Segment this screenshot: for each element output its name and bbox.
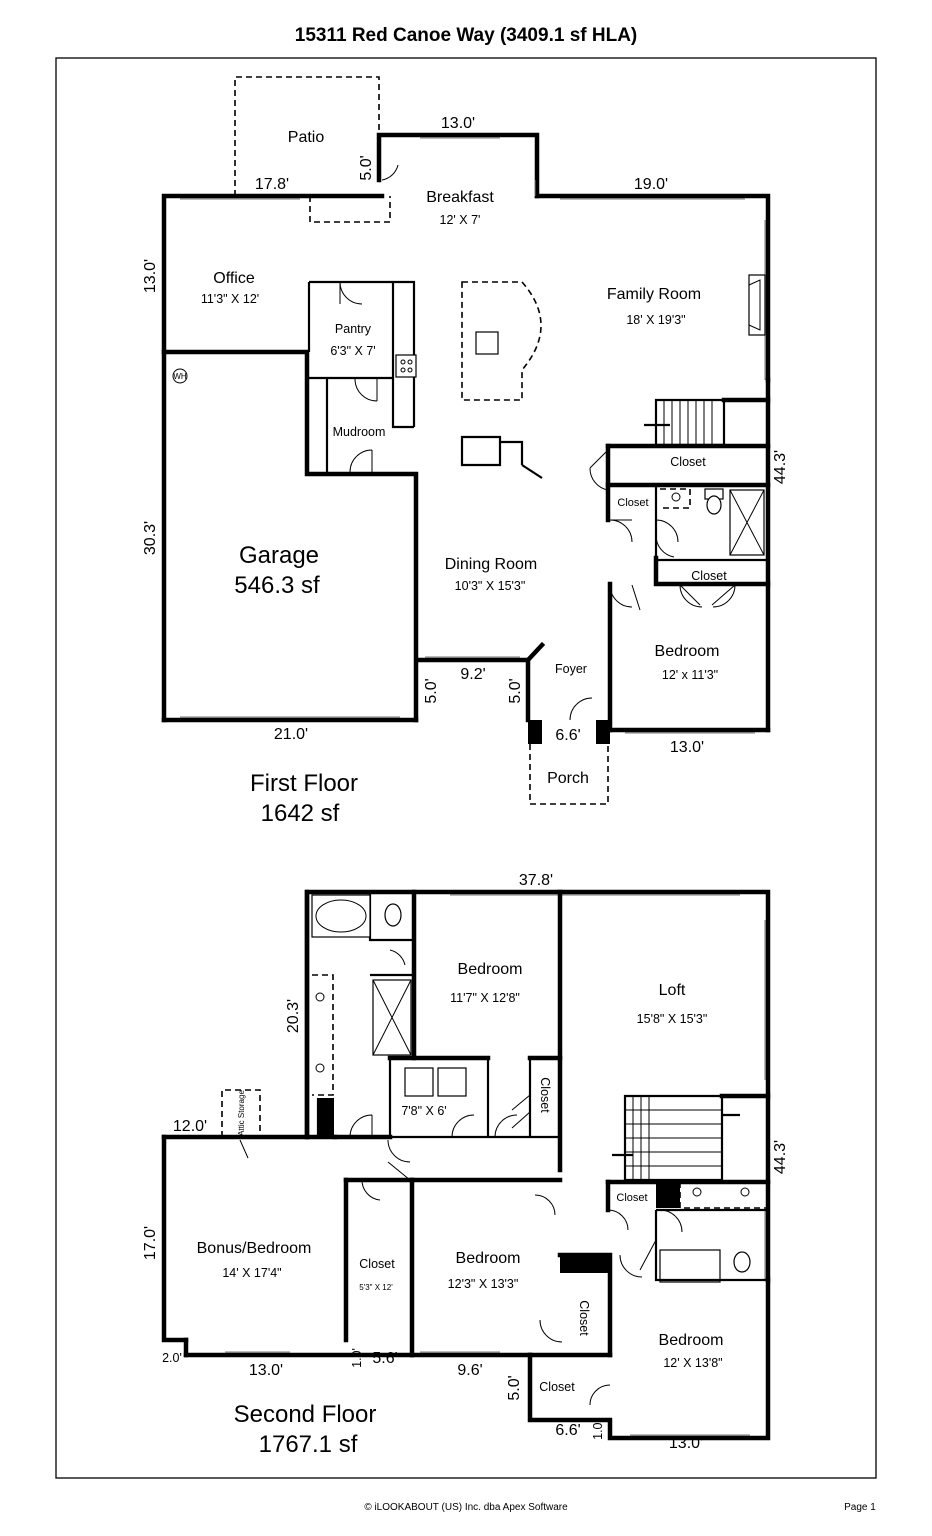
dim-5-patio: 5.0'	[358, 155, 375, 180]
breakfast-size: 12' X 7'	[440, 213, 481, 227]
dim-17-8: 17.8'	[255, 176, 289, 193]
pantry-label: Pantry	[335, 322, 372, 336]
closet-small-label: Closet	[617, 497, 648, 509]
bedroom2-size: 12'3" X 13'3"	[448, 1277, 519, 1291]
dim-21: 21.0'	[274, 726, 308, 743]
loft-label: Loft	[659, 982, 686, 999]
closet-bedroom-label: Closet	[691, 569, 727, 583]
second-floor-plan: Bedroom 11'7" X 12'8" Loft 15'8" X 15'3"…	[142, 872, 789, 1458]
bonus-label: Bonus/Bedroom	[197, 1240, 312, 1257]
bedroom1-label: Bedroom	[458, 961, 523, 978]
dim-9-6: 9.6'	[457, 1362, 482, 1379]
laundry-size: 7'8" X 6'	[401, 1104, 446, 1118]
second-floor-area: 1767.1 sf	[259, 1431, 358, 1458]
first-floor-label: First Floor	[250, 770, 358, 797]
page-frame	[55, 57, 877, 1479]
family-room-label: Family Room	[607, 286, 701, 303]
bedroom3-label: Bedroom	[659, 1332, 724, 1349]
dining-room-size: 10'3" X 15'3"	[455, 579, 526, 593]
second-floor-label: Second Floor	[234, 1401, 377, 1428]
dim-13-b: 13.0'	[669, 1435, 703, 1452]
dim-1-b: 1.0'	[591, 1420, 605, 1440]
dim-19: 19.0'	[634, 176, 668, 193]
foyer-label: Foyer	[555, 662, 587, 676]
dim-9-2: 9.2'	[460, 666, 485, 683]
pantry-size: 6'3" X 7'	[330, 344, 375, 358]
closet-vertical-label: Closet	[538, 1077, 552, 1113]
page-title: 15311 Red Canoe Way (3409.1 sf HLA)	[295, 25, 638, 46]
dim-6-6: 6.6'	[555, 727, 580, 744]
bedroom-size: 12' x 11'3"	[662, 668, 718, 682]
dim-5-b: 5.0'	[507, 678, 524, 703]
dim-20-3: 20.3'	[285, 999, 302, 1033]
closet-stairs-label: Closet	[670, 455, 706, 469]
office-size: 11'3" X 12'	[201, 292, 259, 306]
page-number: Page 1	[844, 1502, 876, 1513]
garage-area: 546.3 sf	[234, 572, 320, 599]
closet-small1-label: Closet	[326, 1105, 335, 1128]
bedroom2-label: Bedroom	[456, 1250, 521, 1267]
first-floor-area: 1642 sf	[261, 800, 340, 827]
dim-1-a: 1.0'	[350, 1348, 364, 1368]
mudroom-label: Mudroom	[333, 425, 386, 439]
first-floor-top-wall	[161, 193, 385, 723]
dim-44-3-second: 44.3'	[772, 1140, 789, 1174]
first-floor-plan: WH	[142, 76, 789, 827]
dim-13: 13.0'	[441, 115, 475, 132]
water-heater-label: WH	[173, 372, 187, 381]
dim-2: 2.0'	[162, 1351, 182, 1365]
copyright-text: © iLOOKABOUT (US) Inc. dba Apex Software	[364, 1502, 568, 1513]
dim-13-left: 13.0'	[142, 259, 159, 293]
closet-vertical2-label: Closet	[577, 1300, 591, 1336]
attic-storage-label: Attic Storage	[237, 1090, 246, 1136]
bathtub	[311, 894, 371, 938]
pantry-appliance	[395, 354, 417, 378]
dim-17: 17.0'	[142, 1226, 159, 1260]
dim-5-a: 5.0'	[423, 678, 440, 703]
closet-low-label: Closet	[539, 1380, 575, 1394]
bedroom1-size: 11'7" X 12'8"	[450, 991, 520, 1005]
second-floor-top-wall	[304, 889, 771, 1283]
breakfast-label: Breakfast	[426, 189, 494, 206]
dim-12: 12.0'	[173, 1118, 207, 1135]
dim-30-3: 30.3'	[142, 521, 159, 555]
bonus-size: 14' X 17'4"	[222, 1266, 281, 1280]
hall-bathtub	[659, 1249, 721, 1283]
loft-size: 15'8" X 15'3"	[637, 1012, 708, 1026]
dining-room-label: Dining Room	[445, 556, 537, 573]
office-label: Office	[213, 270, 255, 287]
attic-storage	[221, 1089, 261, 1137]
bedroom-label: Bedroom	[655, 643, 720, 660]
staircase-first	[644, 397, 771, 447]
porch-outline	[529, 744, 609, 805]
dim-5-6: 5.6'	[372, 1350, 397, 1367]
garage-label: Garage	[239, 542, 319, 569]
staircase-second	[612, 1093, 771, 1182]
dim-6-6-second: 6.6'	[555, 1422, 580, 1439]
closet-mid-size: 5'3" X 12'	[359, 1283, 393, 1292]
patio-label: Patio	[288, 129, 325, 146]
porch-label: Porch	[547, 770, 589, 787]
closet-mid-label: Closet	[359, 1257, 395, 1271]
patio-outline	[234, 76, 380, 196]
dim-37-8: 37.8'	[519, 872, 553, 889]
dim-13-a: 13.0'	[249, 1362, 283, 1379]
kitchen-island	[461, 281, 542, 401]
closet-small2-label: Closet	[616, 1192, 647, 1204]
fireplace	[748, 274, 766, 336]
breakfast-bay-wall	[376, 132, 540, 199]
dim-13-bed: 13.0'	[670, 739, 704, 756]
dim-5-second: 5.0'	[506, 1375, 523, 1400]
family-room-size: 18' X 19'3"	[626, 313, 685, 327]
bedroom3-size: 12' X 13'8"	[663, 1356, 722, 1370]
dim-44-3: 44.3'	[772, 450, 789, 484]
